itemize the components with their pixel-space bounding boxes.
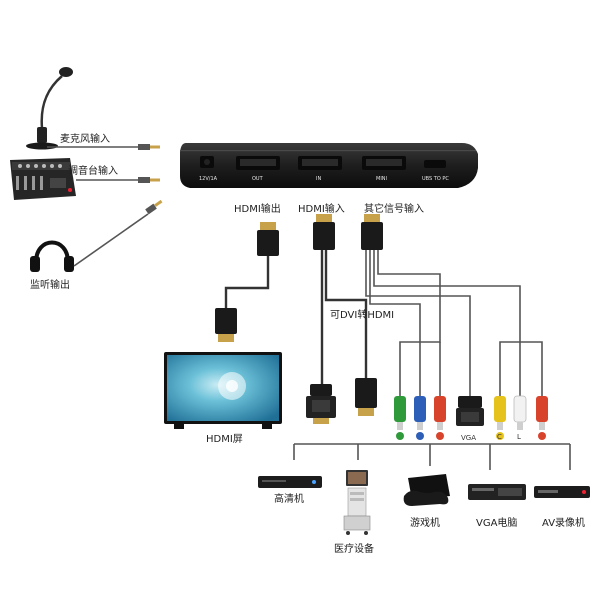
monitor-output-label: 监听输出 bbox=[30, 278, 70, 291]
rca-plug-yellow bbox=[494, 396, 506, 440]
hdmi-output-cable bbox=[215, 222, 279, 342]
hdmi-connector bbox=[355, 378, 377, 416]
hdmi-screen-label: HDMI屏 bbox=[206, 433, 243, 445]
mic-cable bbox=[47, 144, 160, 150]
medical-device-label: 医疗设备 bbox=[334, 542, 374, 555]
av-recorder-icon bbox=[534, 486, 590, 498]
capture-device: 12V/1A OUT IN MINI UBS TO PC bbox=[180, 143, 478, 188]
dvi-connector bbox=[306, 384, 336, 424]
mixer-input-label: 调音台输入 bbox=[68, 164, 118, 177]
in-port-label: IN bbox=[316, 176, 321, 182]
mic-input-label: 麦克风输入 bbox=[60, 132, 110, 145]
hdmi-output-label: HDMI输出 bbox=[234, 202, 281, 215]
headphones-icon bbox=[30, 240, 74, 272]
other-input-label: 其它信号输入 bbox=[364, 202, 424, 215]
headphone-cable bbox=[73, 199, 163, 267]
av-recorder-label: AV录像机 bbox=[542, 516, 585, 529]
out-port-label: OUT bbox=[252, 176, 264, 182]
mixer-cable bbox=[76, 177, 160, 183]
hd-player-icon bbox=[258, 476, 322, 488]
vga-connector bbox=[456, 396, 484, 426]
hdmi-input-label: HDMI输入 bbox=[298, 202, 345, 215]
game-console-icon bbox=[403, 474, 450, 506]
audio-mixer-icon bbox=[10, 158, 76, 200]
mini-port-label: MINI bbox=[376, 176, 387, 182]
rca-plug-green bbox=[394, 396, 406, 440]
microphone-icon bbox=[26, 67, 73, 150]
hdmi-input-cable bbox=[313, 214, 368, 384]
rca-plug-white bbox=[513, 395, 527, 430]
rca-plug-red bbox=[434, 396, 446, 440]
hd-player-label: 高清机 bbox=[274, 492, 304, 505]
power-port-label: 12V/1A bbox=[199, 176, 218, 182]
rca-plug-red-audio bbox=[536, 396, 548, 440]
usb-port-label: UBS TO PC bbox=[422, 176, 449, 182]
source-bus-lines bbox=[293, 443, 571, 470]
audio-l-label: L bbox=[517, 433, 521, 441]
usb-port bbox=[424, 160, 446, 168]
vga-pc-label: VGA电脑 bbox=[476, 516, 517, 529]
rca-plug-blue bbox=[414, 396, 426, 440]
vga-pc-icon bbox=[468, 484, 526, 500]
audio-c-label: C bbox=[497, 433, 502, 441]
hdmi-tv-icon bbox=[164, 352, 282, 429]
mini-input-cable bbox=[361, 214, 543, 396]
game-console-label: 游戏机 bbox=[410, 516, 440, 529]
medical-device-icon bbox=[343, 470, 371, 535]
dvi-to-hdmi-label: 可DVI转HDMI bbox=[330, 308, 394, 321]
vga-label: VGA bbox=[461, 434, 476, 442]
